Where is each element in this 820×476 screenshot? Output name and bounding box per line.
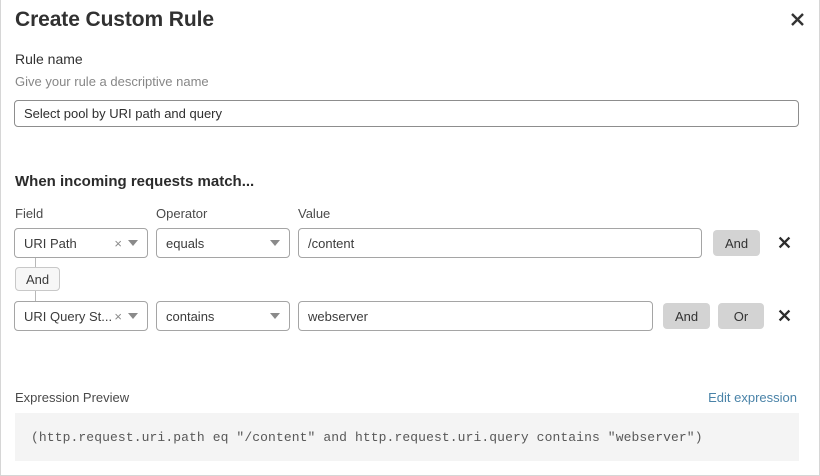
rule-name-help-text: Give your rule a descriptive name — [15, 74, 209, 89]
remove-condition-button-2[interactable] — [773, 304, 795, 326]
edit-expression-link[interactable]: Edit expression — [708, 390, 797, 405]
column-header-value: Value — [298, 206, 331, 221]
clear-icon[interactable]: × — [114, 308, 122, 324]
chevron-down-icon — [128, 313, 138, 319]
column-header-operator: Operator — [156, 206, 208, 221]
chevron-down-icon — [270, 313, 280, 319]
and-button-1[interactable]: And — [713, 230, 761, 256]
expression-preview-box: (http.request.uri.path eq "/content" and… — [15, 413, 799, 461]
expression-preview-label: Expression Preview — [15, 390, 130, 405]
operator-select-1[interactable]: equals — [156, 228, 290, 258]
match-section-heading: When incoming requests match... — [15, 173, 255, 190]
connector-line-bottom — [35, 291, 36, 301]
operator-select-2[interactable]: contains — [156, 301, 290, 331]
and-button-2[interactable]: And — [663, 303, 711, 329]
chevron-down-icon — [128, 240, 138, 246]
or-button-2[interactable]: Or — [718, 303, 764, 329]
connector-line-top — [35, 258, 36, 267]
connector-and-chip[interactable]: And — [15, 267, 61, 291]
column-header-field: Field — [15, 206, 44, 221]
remove-condition-button-1[interactable] — [773, 231, 795, 253]
field-select-2-value: URI Query St... — [24, 308, 113, 324]
rule-name-input[interactable] — [14, 100, 799, 127]
chevron-down-icon — [270, 240, 280, 246]
operator-select-2-value: contains — [166, 308, 215, 324]
page-title: Create Custom Rule — [15, 8, 214, 31]
value-input-2[interactable] — [298, 301, 653, 331]
expression-preview-text: (http.request.uri.path eq "/content" and… — [31, 429, 703, 445]
field-select-2[interactable]: URI Query St... × — [14, 301, 148, 331]
clear-icon[interactable]: × — [114, 235, 122, 251]
close-icon[interactable] — [785, 7, 809, 31]
operator-select-1-value: equals — [166, 235, 205, 251]
value-input-1[interactable] — [298, 228, 702, 258]
rule-name-label: Rule name — [15, 51, 83, 67]
field-select-1[interactable]: URI Path × — [14, 228, 148, 258]
field-select-1-value: URI Path — [24, 235, 77, 251]
